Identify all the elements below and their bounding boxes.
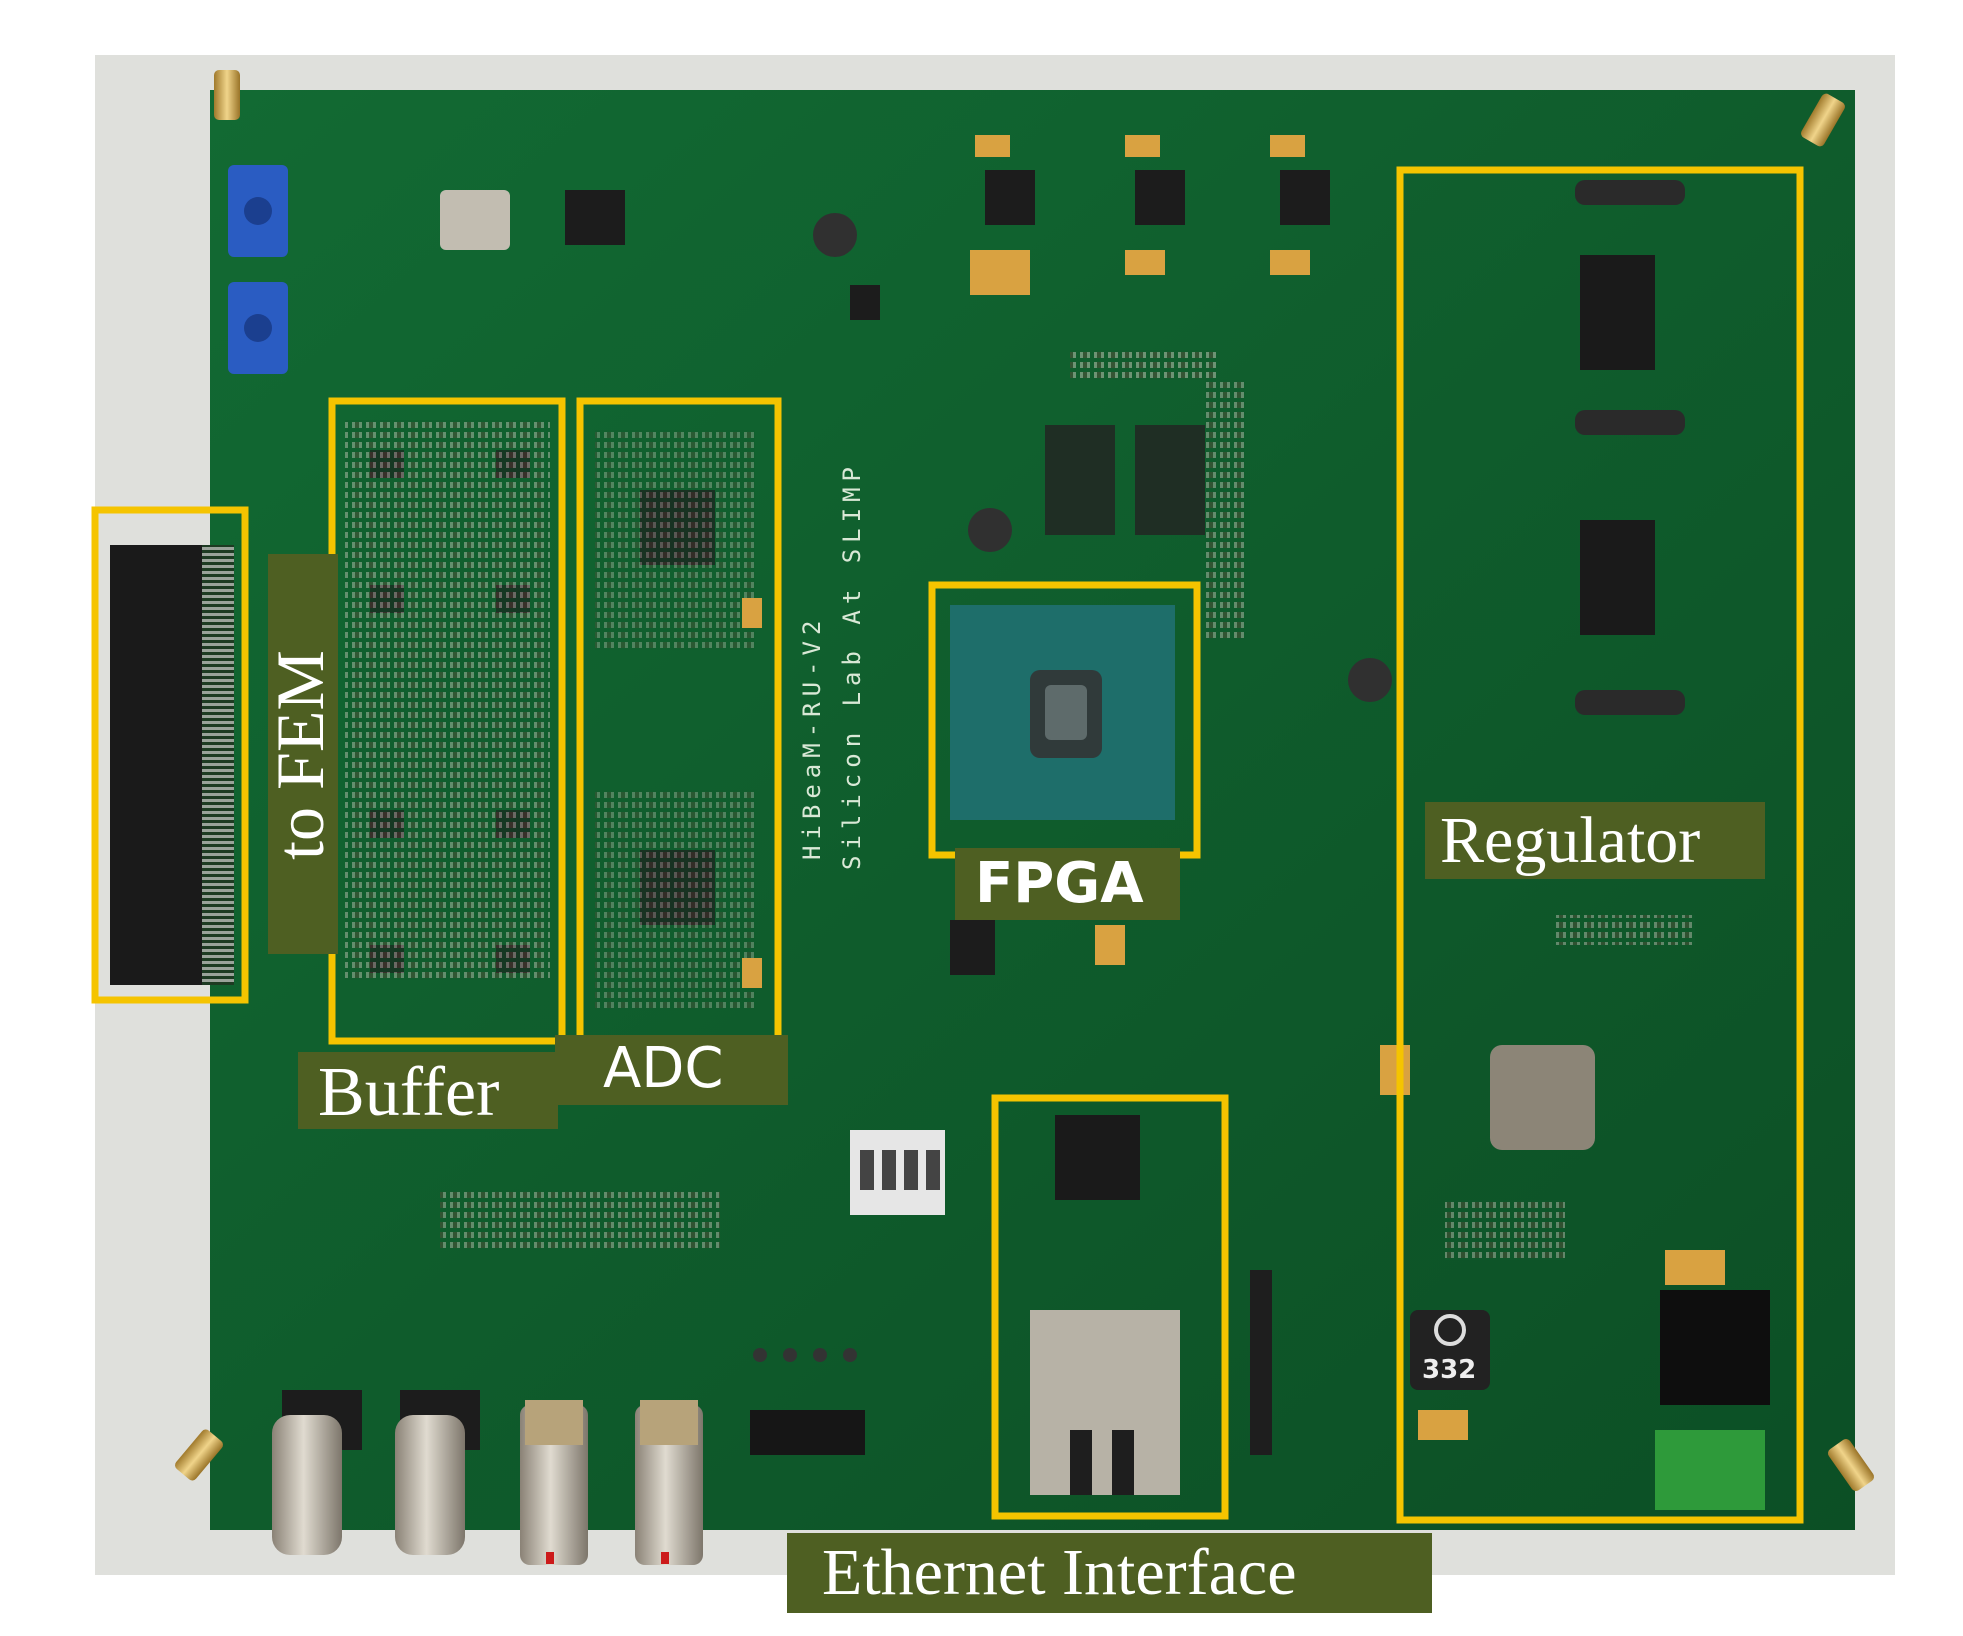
ethernet-box	[991, 1094, 1229, 1520]
regulator-label-bg	[1425, 802, 1765, 879]
to-fem-box	[91, 506, 249, 1004]
regulator-label: Regulator	[1440, 804, 1701, 877]
fpga-label-bg	[955, 848, 1180, 920]
buffer-label: Buffer	[318, 1054, 500, 1131]
regulator-box	[1396, 166, 1804, 1524]
to-fem-label-bg	[268, 554, 338, 954]
adc-label-bg	[555, 1035, 788, 1105]
fpga-label: FPGA	[975, 851, 1144, 916]
inductor-code: 332	[1422, 1355, 1476, 1385]
adc-label: ADC	[603, 1036, 724, 1101]
buffer-label-bg	[298, 1052, 558, 1129]
ethernet-interface-label: Ethernet Interface	[822, 1536, 1297, 1609]
board-lab-silkscreen: Silicon Lab At SLIMP	[838, 461, 866, 870]
to-fem-label: to FEM	[262, 650, 338, 860]
ethernet-label-bg	[787, 1533, 1432, 1613]
board-name-silkscreen: HiBeaM-RU-V2	[798, 615, 826, 860]
